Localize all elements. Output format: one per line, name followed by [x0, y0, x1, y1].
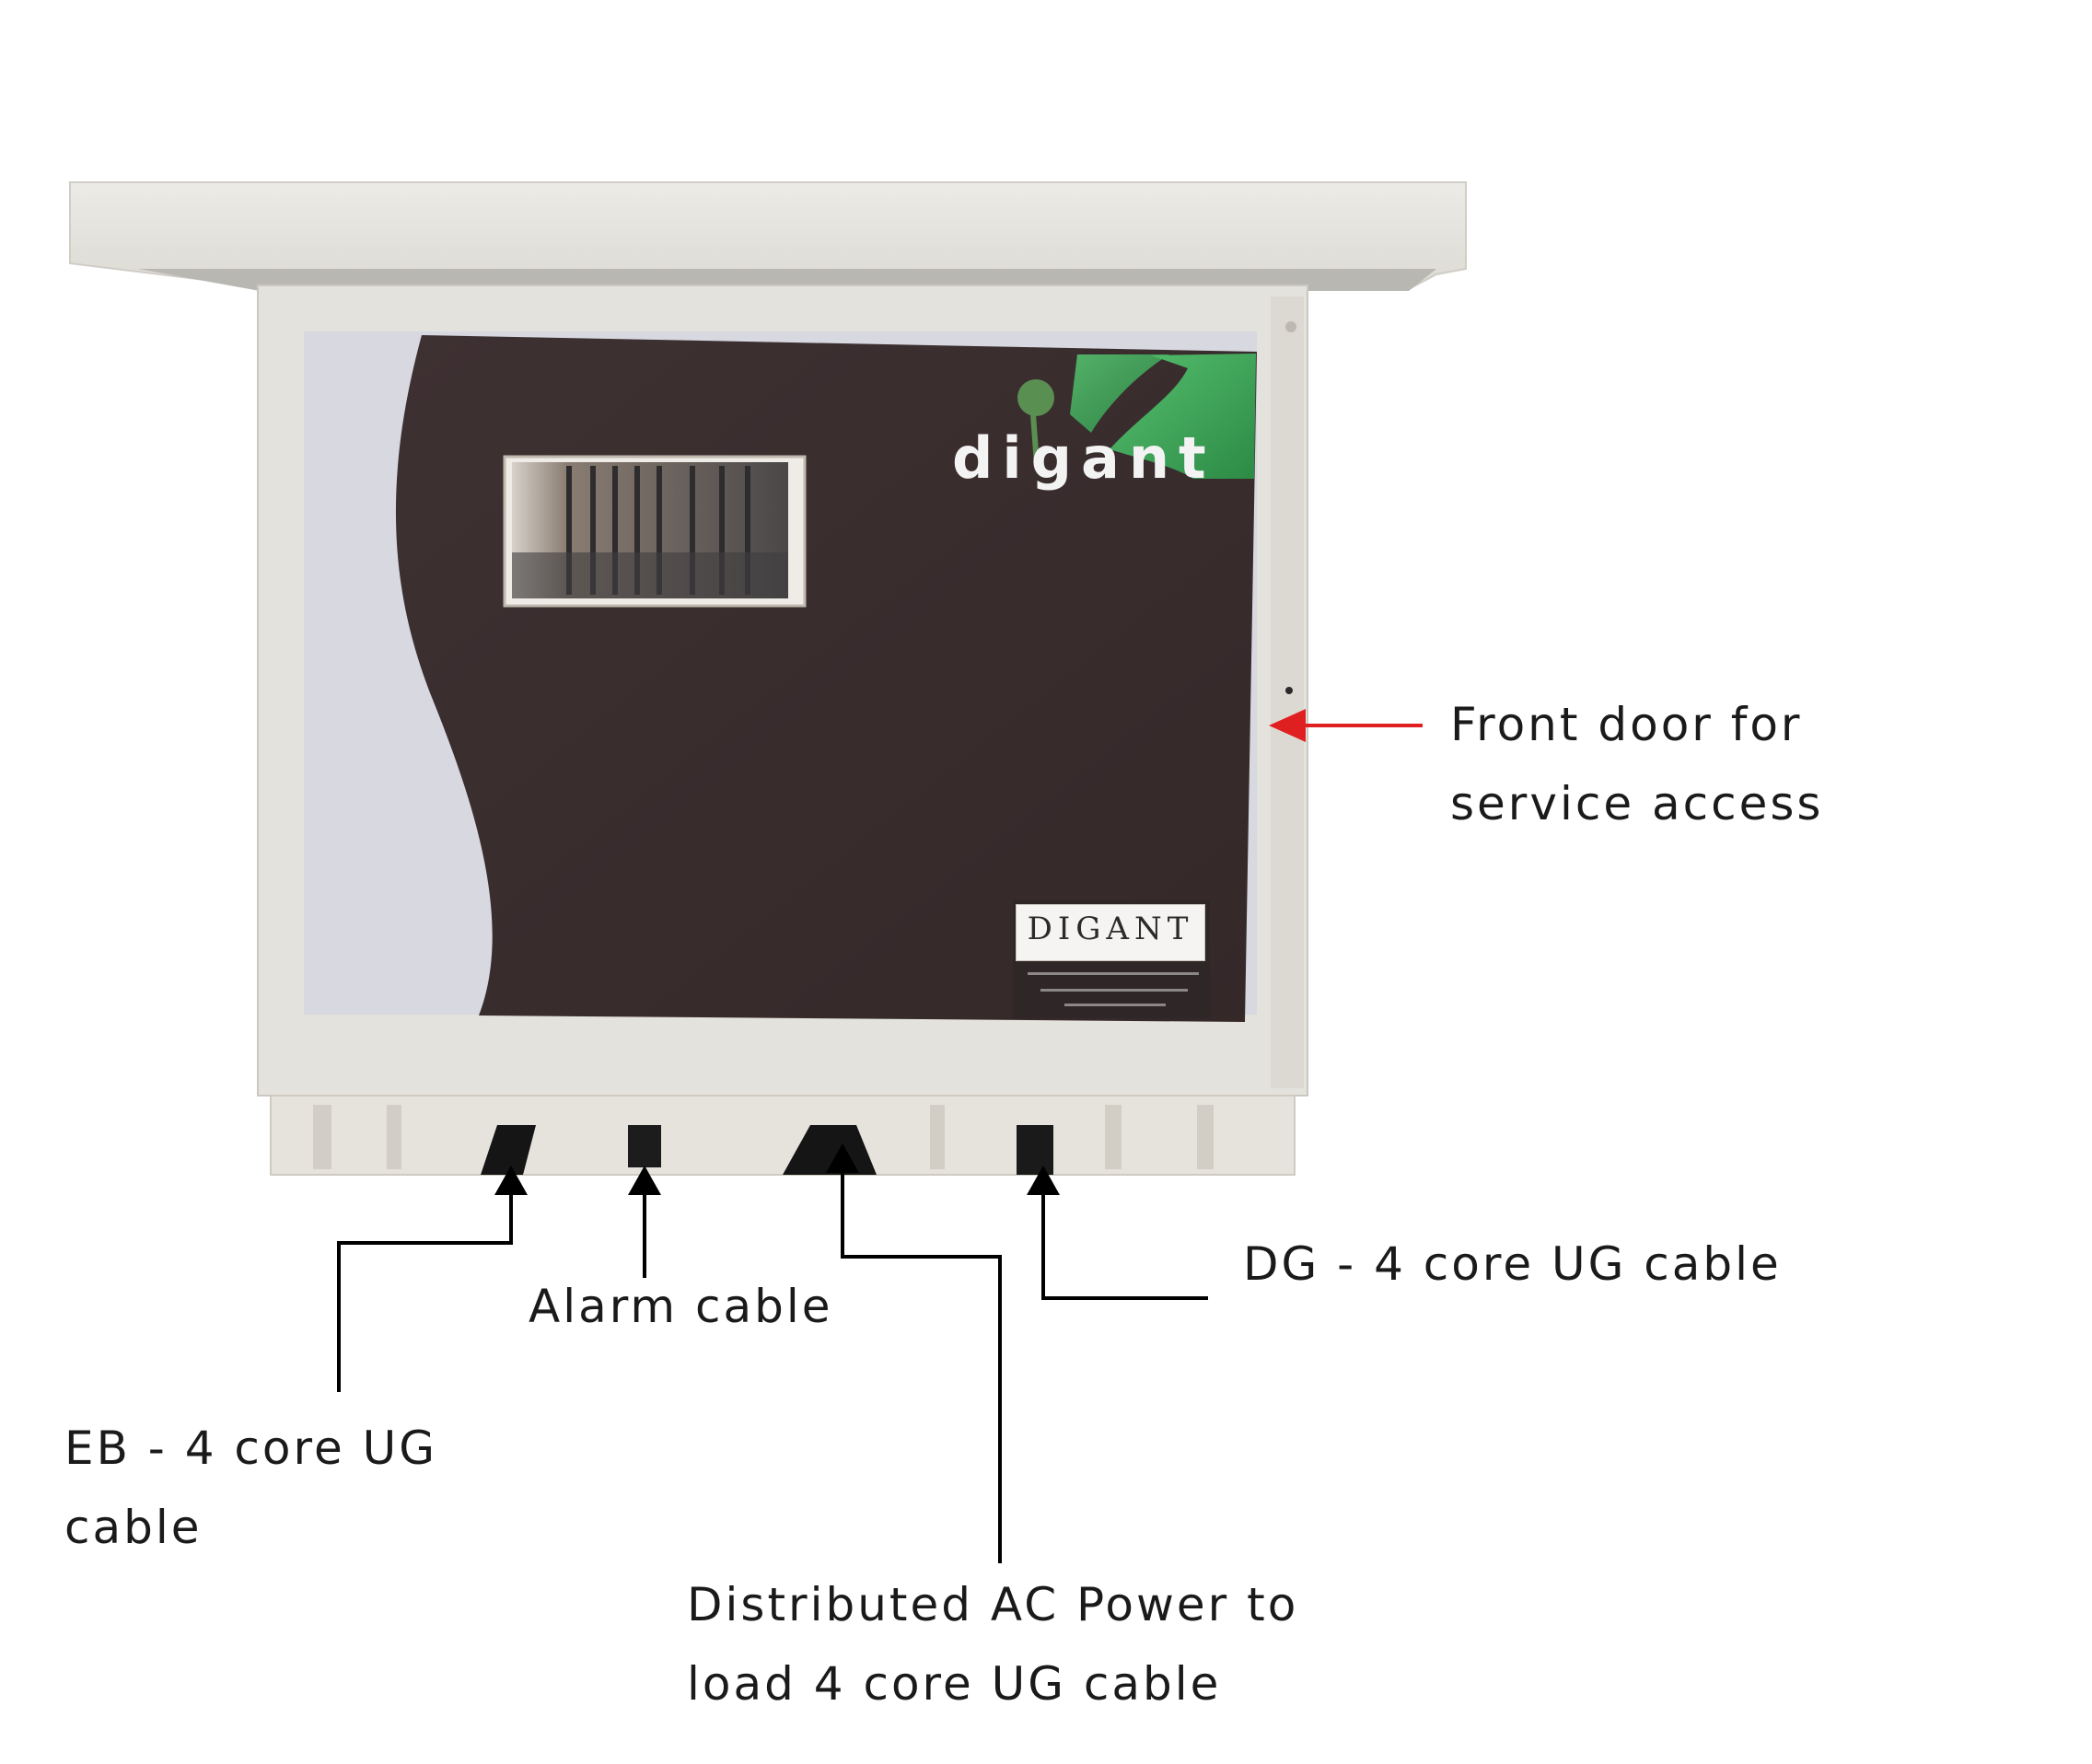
display-window: [503, 455, 807, 608]
side-screw: [1285, 321, 1296, 332]
eb-arrow-icon: [494, 1166, 528, 1195]
distributed-power-label: Distributed AC Power to load 4 core UG c…: [687, 1565, 1298, 1723]
eb-cable-label-line-2: cable: [64, 1501, 203, 1554]
dg-cable-label-line-1: DG - 4 core UG cable: [1243, 1237, 1782, 1291]
front-door-label-line-1: Front door for: [1450, 698, 1803, 751]
callout-leaders: [337, 724, 1423, 1563]
nameplate: DIGANT: [1016, 904, 1205, 961]
eb-cable-label: EB - 4 core UG cable: [64, 1409, 437, 1567]
dg-cable-entry: [1017, 1125, 1053, 1175]
distributed-power-label-line-2: load 4 core UG cable: [687, 1657, 1222, 1711]
front-door-label-line-2: service access: [1450, 777, 1824, 830]
eb-leader-line: [337, 1188, 513, 1392]
distributed-leader-line: [841, 1167, 1002, 1563]
callout-arrowheads: [494, 709, 1306, 1195]
eb-cable-entry: [481, 1125, 536, 1175]
alarm-arrow-icon: [628, 1166, 661, 1195]
dg-cable-label: DG - 4 core UG cable: [1243, 1224, 1782, 1304]
door-lock-dot: [1285, 687, 1293, 694]
distributed-power-label-line-1: Distributed AC Power to: [687, 1578, 1299, 1631]
enclosure-illustration: [69, 181, 1467, 1176]
alarm-cable-entry: [628, 1125, 661, 1167]
leaf-logo-icon: [1017, 354, 1256, 479]
front-door-arrow-icon: [1269, 709, 1306, 742]
nameplate-rule-2: [1040, 989, 1188, 992]
eb-cable-label-line-1: EB - 4 core UG: [64, 1422, 437, 1475]
cable-gland-plate: [270, 1095, 1296, 1176]
dg-leader-line: [1041, 1188, 1208, 1300]
front-door-label: Front door for service access: [1450, 685, 1823, 843]
nameplate-rule-1: [1028, 972, 1199, 975]
distributed-arrow-icon: [826, 1143, 859, 1173]
gland-plate-stripes: [313, 1105, 1214, 1169]
brand-logo-text: digant: [952, 424, 1215, 492]
dg-arrow-icon: [1027, 1166, 1060, 1195]
alarm-cable-label: Alarm cable: [529, 1267, 833, 1346]
nameplate-rule-3: [1064, 1004, 1166, 1006]
alarm-cable-label-line-1: Alarm cable: [529, 1280, 833, 1333]
